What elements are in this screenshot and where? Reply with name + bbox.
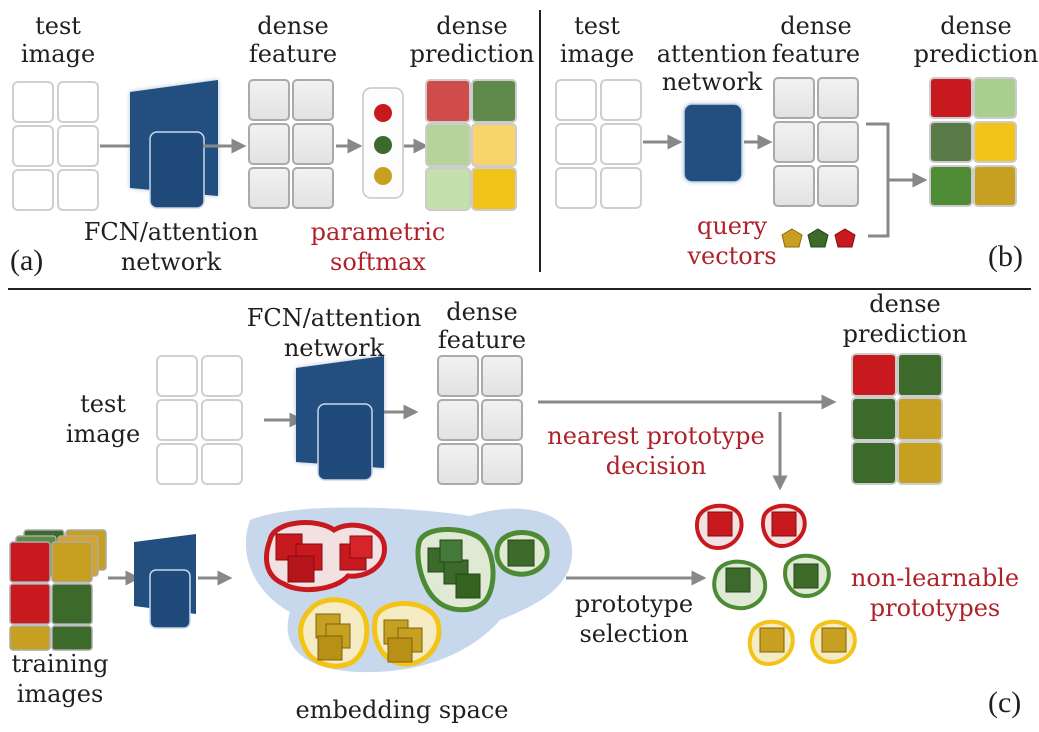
panel-a-dense-feature-grid	[248, 79, 334, 209]
training-network-icon	[134, 534, 196, 629]
panel-a-dense-prediction-grid	[425, 79, 517, 211]
training-images-stack	[9, 529, 107, 651]
gold-query-pentagon	[781, 228, 803, 248]
panel-a-tag: (a)	[10, 244, 43, 277]
panel-b-query-vectors	[781, 228, 856, 248]
embedding-space	[245, 507, 573, 673]
panel-b-network-icon	[683, 103, 743, 183]
gold-cluster	[298, 597, 442, 669]
panel-b-test-image-grid	[555, 79, 642, 209]
panel-c-dense-feature-grid	[437, 355, 523, 485]
merge-bracket	[866, 122, 890, 238]
panel-a-softmax-box	[362, 87, 404, 199]
panel-c-test-image-grid	[156, 355, 243, 485]
green-cluster	[415, 526, 550, 613]
red-cluster	[264, 520, 387, 592]
gold-class-dot	[374, 167, 392, 185]
prototypes	[695, 503, 857, 667]
panel-a-test-image-grid	[12, 81, 99, 211]
panel-a-network-icon	[130, 80, 218, 209]
panel-c-tag: (c)	[988, 686, 1021, 719]
panel-b-dense-feature-grid	[773, 77, 859, 207]
panel-c-embedding-label: embedding space	[295, 696, 508, 724]
panel-c-dense-prediction-grid	[851, 353, 943, 485]
red-query-pentagon	[834, 228, 856, 248]
panel-c-network-icon	[296, 356, 384, 481]
panel-b-tag: (b)	[988, 240, 1023, 273]
red-class-dot	[374, 104, 392, 122]
panel-b-dense-prediction-grid	[929, 77, 1017, 207]
green-query-pentagon	[807, 228, 829, 248]
green-class-dot	[374, 136, 392, 154]
